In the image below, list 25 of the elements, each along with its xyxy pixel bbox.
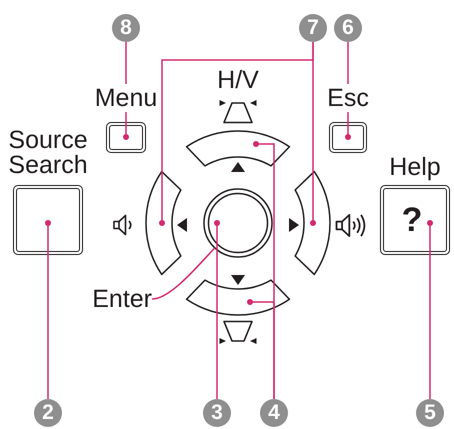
round-key xyxy=(203,188,273,258)
key-label: H/V xyxy=(216,66,260,94)
curved-key xyxy=(185,279,291,316)
leader-line xyxy=(427,220,433,399)
callout-number: 6 xyxy=(334,14,362,42)
callout-number: 4 xyxy=(260,399,288,427)
curved-key xyxy=(145,170,182,276)
curved-key xyxy=(185,130,291,167)
key-label: Menu xyxy=(94,84,158,112)
leader-line xyxy=(345,42,351,140)
callout-number: 8 xyxy=(112,14,140,42)
key-label: Esc xyxy=(327,84,369,112)
callout-number: 3 xyxy=(203,399,231,427)
leader-line xyxy=(152,247,216,300)
callout-number: 2 xyxy=(34,399,62,427)
callout-number: 5 xyxy=(416,399,444,427)
leader-line xyxy=(310,42,316,226)
curved-key xyxy=(294,170,331,276)
leader-line xyxy=(123,42,129,140)
question-mark: ? xyxy=(402,203,422,237)
key-label: Enter xyxy=(86,285,152,313)
callout-number: 7 xyxy=(299,14,327,42)
leader-line xyxy=(45,220,51,399)
leader-line xyxy=(247,299,275,399)
leader-line xyxy=(214,220,220,399)
